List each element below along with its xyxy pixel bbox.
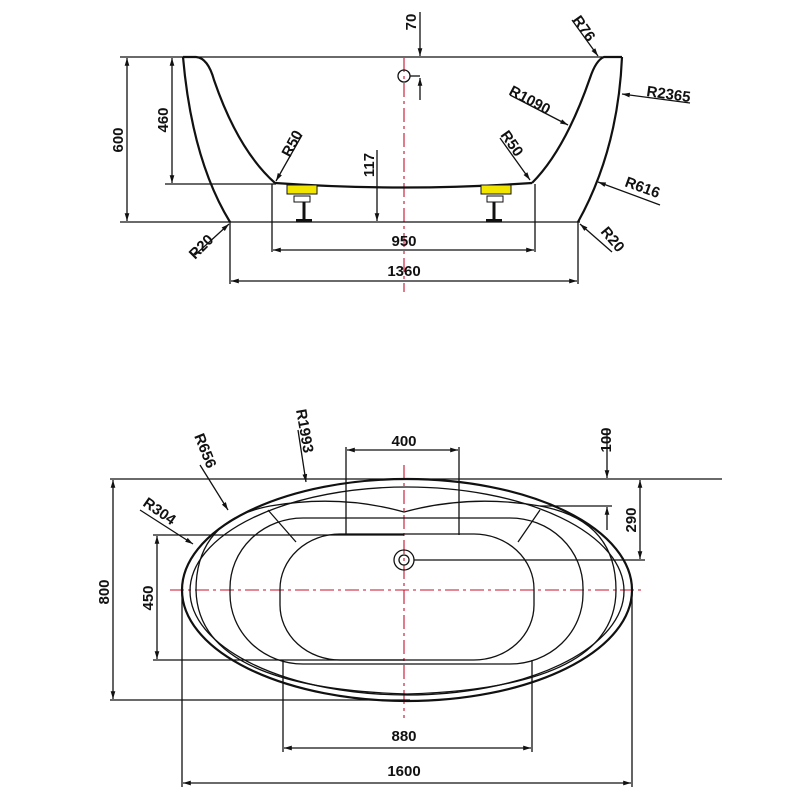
dim-1600: 1600 [387,763,420,780]
left-foot-icon [286,184,318,222]
dim-460: 460 [155,107,172,132]
left-inner-wall [183,55,276,184]
top-view: 800 450 400 100 290 880 1600 R1993 R656 … [96,408,722,787]
radius-r76: R76 [569,13,599,45]
leader [275,134,303,182]
dim-400: 400 [391,433,416,450]
leader [194,223,230,256]
rim-inner-edge [189,486,625,696]
basin [279,533,535,661]
mid-ledge [229,517,584,665]
left-outer-wall [181,56,231,223]
dim-800: 800 [96,579,113,604]
dim-290: 290 [623,507,640,532]
leader [139,509,194,545]
ledge-line [267,509,297,543]
dim-880: 880 [391,728,416,745]
radius-r20-left: R20 [186,231,217,262]
radius-r20-right: R20 [597,224,628,256]
leader [297,429,308,483]
radius-r50-left: R50 [279,128,307,160]
dim-70: 70 [403,14,420,31]
inner-lip [195,500,617,695]
dim-950: 950 [391,233,416,250]
dim-450: 450 [140,585,157,610]
dim-100: 100 [598,427,615,452]
right-inner-wall [531,55,622,184]
leader [571,19,599,57]
leader [621,92,691,104]
radius-r656: R656 [190,431,219,471]
leader [199,464,229,511]
radius-r304: R304 [140,494,180,529]
leader [579,223,613,253]
right-outer-wall [577,56,624,223]
drain-inner [398,554,410,566]
radius-r50-right: R50 [497,128,527,160]
dim-600: 600 [110,127,127,152]
leader [509,94,569,126]
radius-r2365: R2365 [645,83,691,106]
leader [597,181,661,206]
dim-117: 117 [361,153,378,177]
ledge-line [517,509,541,543]
radius-r1090: R1090 [506,83,553,119]
leader [499,137,531,181]
side-view: 600 460 70 117 950 1360 R76 R2365 R1090 … [110,12,692,292]
radius-r1993: R1993 [292,408,316,454]
dim-1360: 1360 [387,263,420,280]
right-foot-icon [480,184,512,222]
